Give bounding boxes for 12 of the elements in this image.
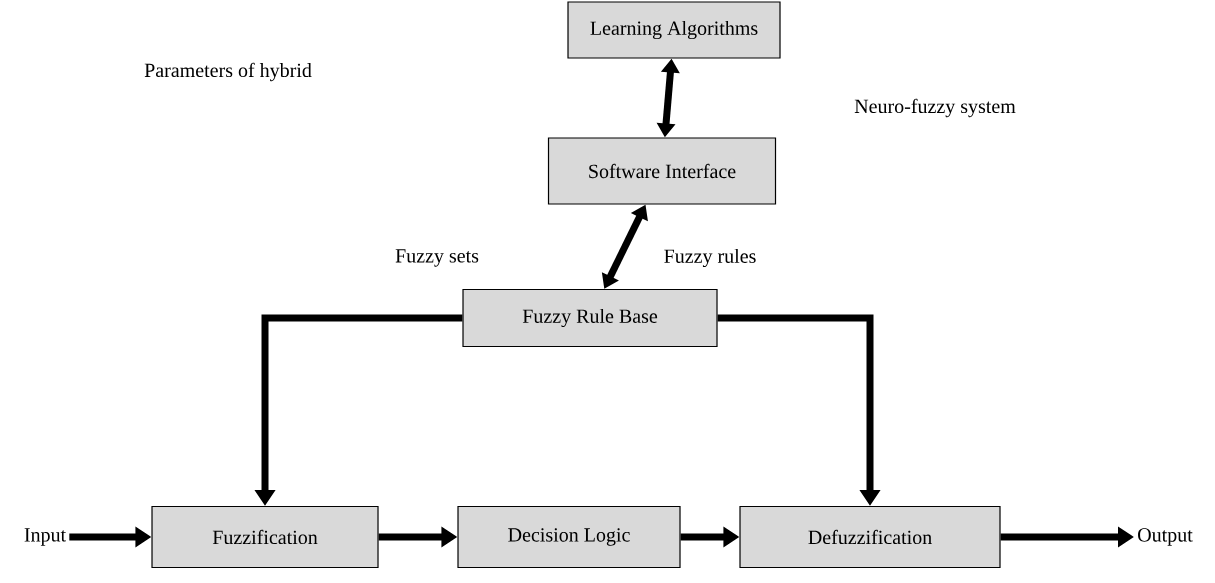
process-box: Software Interface bbox=[547, 137, 777, 205]
annotation-text: Fuzzy rules bbox=[664, 248, 756, 268]
signal-label: Output bbox=[1138, 528, 1193, 546]
annotation-text: Parameters of hybrid bbox=[144, 62, 312, 82]
process-box: Fuzzification bbox=[151, 505, 379, 569]
process-box: Learning Algorithms bbox=[567, 1, 781, 59]
process-box: Decision Logic bbox=[457, 505, 681, 569]
annotation-text: Neuro-fuzzy system bbox=[854, 98, 1016, 118]
process-box: Fuzzy Rule Base bbox=[462, 288, 718, 348]
signal-label: Input bbox=[24, 528, 66, 546]
process-box: Defuzzification bbox=[739, 505, 1001, 569]
annotation-text: Fuzzy sets bbox=[395, 249, 479, 267]
